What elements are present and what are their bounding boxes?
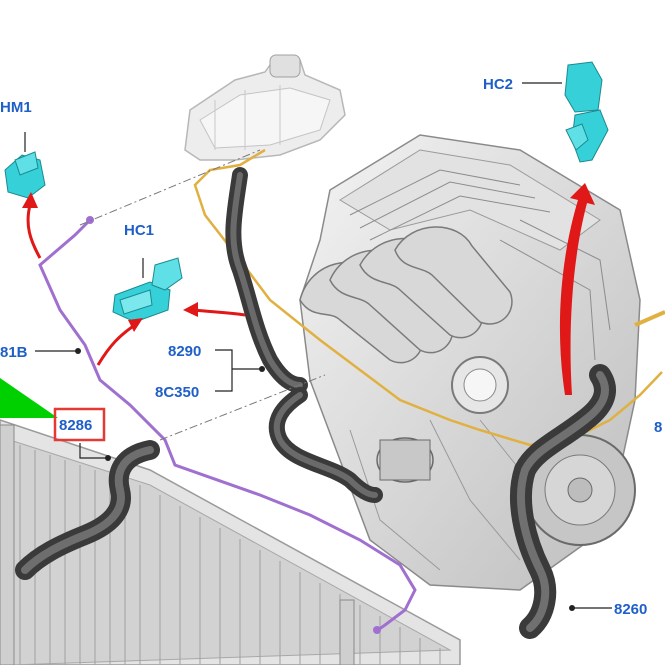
label-8286[interactable]: 8286	[59, 417, 92, 434]
label-hc2[interactable]: HC2	[483, 76, 513, 93]
purple-connector-top	[86, 216, 94, 224]
hose-8c350	[268, 387, 383, 503]
purple-line	[38, 218, 417, 634]
direction-arrows	[22, 183, 595, 395]
pointer-triangle	[0, 378, 58, 418]
highlight-box	[53, 407, 106, 442]
label-8260[interactable]: 8260	[614, 601, 647, 618]
hose-8290	[225, 167, 308, 393]
coolant-reservoir-icon	[184, 54, 346, 161]
leader-dots	[75, 348, 575, 611]
connector-hm1-icon	[4, 132, 46, 199]
label-hc1[interactable]: HC1	[124, 222, 154, 239]
hose-8260	[509, 364, 616, 639]
leader-lines	[35, 349, 612, 609]
label-8-edge[interactable]: 8	[654, 419, 662, 436]
label-8c350[interactable]: 8C350	[155, 384, 199, 401]
connector-hc1-icon	[112, 257, 183, 323]
reference-lines	[79, 149, 326, 441]
purple-connector-bottom	[373, 626, 381, 634]
label-8290[interactable]: 8290	[168, 343, 201, 360]
hose-8286	[15, 440, 160, 580]
engine-block-icon	[299, 134, 641, 591]
label-81b[interactable]: 81B	[0, 344, 28, 361]
connector-hc2-icon	[522, 61, 609, 163]
label-hm1[interactable]: HM1	[0, 99, 32, 116]
yellow-line-end	[634, 310, 665, 327]
